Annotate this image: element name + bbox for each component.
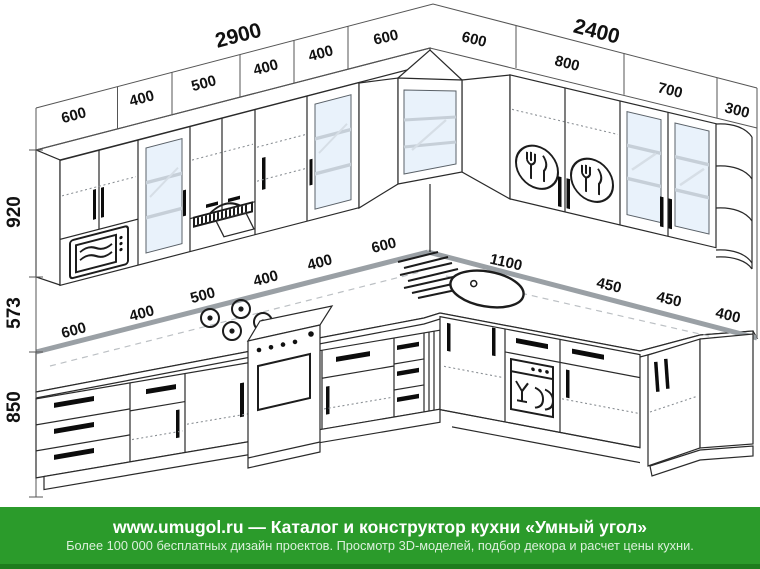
backsplash-strip-right xyxy=(427,249,758,341)
dim-upper-right-2: 700 xyxy=(656,79,684,102)
dim-upper-left-1: 400 xyxy=(128,87,157,110)
dim-wall-left-total: 2900 xyxy=(213,19,264,53)
sink-icon xyxy=(449,269,525,309)
dim-counter-left-2: 500 xyxy=(189,284,218,307)
dim-counter-right-1: 450 xyxy=(595,275,623,297)
base-corner-end-cabinet xyxy=(647,333,754,477)
dish-rack-icon xyxy=(515,144,559,190)
microwave-icon xyxy=(69,225,129,280)
dim-upper-right-3: 300 xyxy=(723,99,751,122)
dim-counter-right-2: 450 xyxy=(655,289,683,311)
banner-title[interactable]: www.umugol.ru — Каталог и конструктор ку… xyxy=(112,516,648,537)
dim-upper-left-4: 400 xyxy=(307,42,336,65)
upper-corner-cabinet xyxy=(358,49,511,210)
upper-cabinets-right xyxy=(509,74,717,249)
dimension-labels: 2900 2400 600 400 500 400 400 600 600 80… xyxy=(4,15,751,423)
dim-height-upper: 920 xyxy=(4,196,25,228)
promo-banner: www.umugol.ru — Каталог и конструктор ку… xyxy=(0,507,760,569)
dishwasher-icon xyxy=(510,357,555,419)
base-cabinets-right xyxy=(439,315,641,464)
kitchen-drawing: 2900 2400 600 400 500 400 400 600 600 80… xyxy=(4,3,759,498)
upper-cabinets-left xyxy=(59,81,360,287)
banner-subtitle: Более 100 000 бесплатных дизайн проектов… xyxy=(66,538,694,554)
dim-counter-left-4: 400 xyxy=(306,251,335,274)
dim-wall-right-total: 2400 xyxy=(571,15,622,49)
dim-height-backsplash: 573 xyxy=(4,297,25,329)
dim-counter-left-1: 400 xyxy=(128,302,157,325)
dim-upper-right-1: 800 xyxy=(553,52,581,75)
dim-counter-left-3: 400 xyxy=(252,267,281,290)
dim-upper-left-2: 500 xyxy=(190,72,219,95)
upper-left-side-panel xyxy=(35,149,61,286)
dim-counter-right-0: 1100 xyxy=(488,251,524,275)
backsplash-strip-left xyxy=(35,249,429,355)
extractor-hood-icon xyxy=(193,201,255,238)
dim-upper-left-5: 600 xyxy=(372,27,400,49)
dim-upper-left-0: 600 xyxy=(60,104,89,127)
dim-upper-right-0: 600 xyxy=(460,28,488,51)
dim-counter-left-0: 600 xyxy=(60,319,89,342)
dim-counter-right-3: 400 xyxy=(714,305,742,327)
dim-upper-left-3: 400 xyxy=(252,56,281,79)
base-cabinets-left xyxy=(35,329,441,491)
oven-stove-icon xyxy=(246,305,334,469)
corner-shelves-icon xyxy=(715,123,753,270)
dim-height-base: 850 xyxy=(4,391,25,423)
dim-counter-left-5: 600 xyxy=(370,234,398,257)
dish-rack-icon xyxy=(570,157,614,203)
